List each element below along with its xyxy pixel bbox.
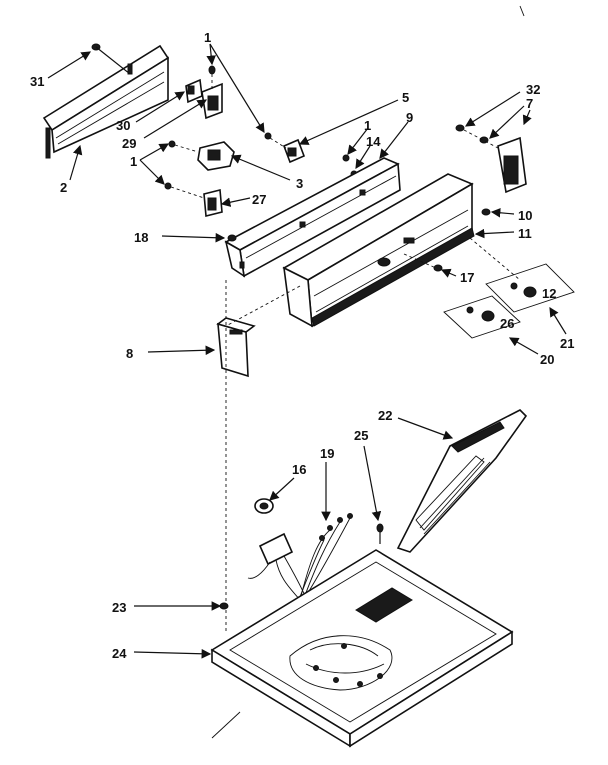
stray-mark: [211, 711, 241, 739]
callout-14: 14: [366, 134, 381, 149]
part-timer-switch-3: [168, 140, 235, 171]
callout-7: 7: [526, 96, 533, 111]
guide-line-cap: [225, 285, 301, 327]
screw-10: [481, 208, 491, 216]
leader-lines: [47, 43, 567, 659]
screw-25: [376, 523, 384, 544]
callout-8: 8: [126, 346, 133, 361]
callout-18: 18: [134, 230, 148, 245]
callout-9: 9: [406, 110, 413, 125]
screw-17: [403, 253, 443, 272]
callout-16: 16: [292, 462, 306, 477]
callout-29: 29: [122, 136, 136, 151]
callout-22: 22: [378, 408, 392, 423]
part-console-housing: [282, 173, 475, 328]
callout-19: 19: [320, 446, 334, 461]
guide-line-knob: [469, 237, 521, 281]
callout-31: 31: [30, 74, 44, 89]
part-5: [264, 132, 306, 164]
callout-5: 5: [402, 90, 409, 105]
callout-24: 24: [112, 646, 127, 661]
callout-21: 21: [560, 336, 574, 351]
part-switch-27: [164, 182, 223, 218]
part-grommet-16: [254, 498, 274, 514]
callout-10: 10: [518, 208, 532, 223]
callout-12: 12: [542, 286, 556, 301]
callout-11: 11: [518, 226, 532, 241]
part-console-panel-22: [396, 409, 528, 553]
knob-kit-21: [485, 263, 575, 313]
part-rear-panel: [42, 44, 170, 159]
callout-27: 27: [252, 192, 266, 207]
stray-mark: [519, 5, 525, 17]
part-switch-bracket: [185, 65, 223, 120]
callout-2: 2: [60, 180, 67, 195]
callout-20: 20: [540, 352, 554, 367]
part-control-rail: [224, 157, 401, 278]
knob-kit-20: [443, 295, 521, 339]
callout-32: 32: [526, 82, 540, 97]
part-side-bracket-7: [455, 124, 527, 194]
callout-1-top: 1: [204, 30, 211, 45]
part-top-panel-24: [210, 549, 514, 748]
callout-25: 25: [354, 428, 368, 443]
callout-30: 30: [116, 118, 130, 133]
callout-1-left: 1: [130, 154, 137, 169]
callout-1-mid: 1: [364, 118, 371, 133]
callout-3: 3: [296, 176, 303, 191]
callout-17: 17: [460, 270, 474, 285]
screw-31: [91, 43, 131, 75]
callout-23: 23: [112, 600, 126, 615]
part-end-cap-8: [216, 317, 256, 378]
callout-26: 26: [500, 316, 514, 331]
